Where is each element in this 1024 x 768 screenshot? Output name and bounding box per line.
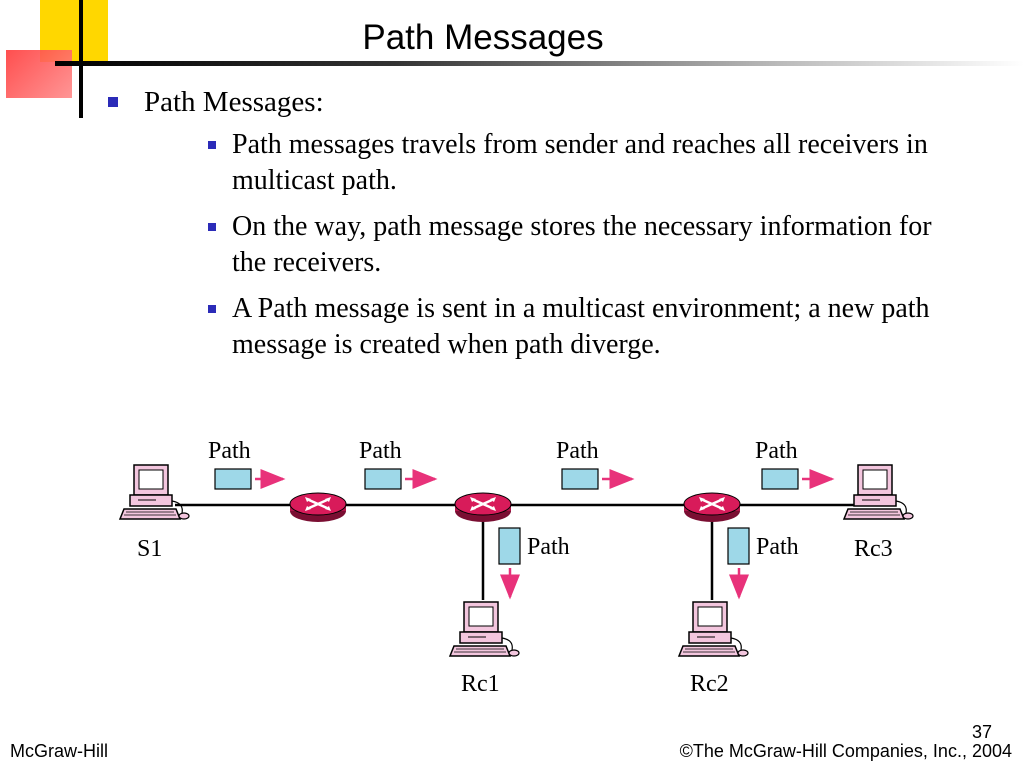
- host-label-s1: S1: [137, 536, 162, 562]
- host-label-rc1: Rc1: [461, 671, 500, 697]
- path-label: Path: [755, 438, 798, 464]
- sub-bullet-list: Path messages travels from sender and re…: [208, 127, 968, 373]
- path-message-box: [498, 527, 521, 565]
- computer-icon-rc2: [678, 601, 749, 657]
- path-label: Path: [208, 438, 251, 464]
- path-message-box: [214, 468, 252, 490]
- slide-title: Path Messages: [362, 18, 604, 57]
- path-message-diagram: Path Path Path Path Path Path S1 Rc3 Rc1…: [119, 438, 914, 697]
- router-icon: [453, 491, 513, 524]
- bullet-square-icon: [108, 97, 118, 107]
- sub-bullet-text: Path messages travels from sender and re…: [232, 129, 928, 196]
- main-bullet-list: Path Messages:: [108, 85, 324, 119]
- computer-icon-rc3: [843, 464, 914, 520]
- footer-copyright: ©The McGraw-Hill Companies, Inc., 2004: [679, 741, 1012, 761]
- host-label-rc2: Rc2: [690, 671, 729, 697]
- path-message-box: [761, 468, 799, 490]
- computer-icon-rc1: [449, 601, 520, 657]
- bullet-square-icon: [208, 223, 216, 231]
- path-message-box: [364, 468, 402, 490]
- router-icon: [682, 491, 742, 524]
- main-bullet: Path Messages:: [108, 85, 324, 119]
- path-label: Path: [359, 438, 402, 464]
- footer-publisher: McGraw-Hill: [10, 741, 108, 761]
- computer-icon-s1: [119, 464, 190, 520]
- page-number: 37: [971, 722, 992, 742]
- path-label: Path: [556, 438, 599, 464]
- corner-red-square: [6, 50, 72, 98]
- sub-bullet-text: On the way, path message stores the nece…: [232, 211, 932, 278]
- sub-bullet: On the way, path message stores the nece…: [208, 209, 968, 281]
- sub-bullet: A Path message is sent in a multicast en…: [208, 291, 968, 363]
- host-label-rc3: Rc3: [854, 536, 893, 562]
- path-label: Path: [756, 534, 799, 560]
- title-rule: [55, 61, 1024, 66]
- main-bullet-text: Path Messages:: [144, 86, 324, 118]
- path-message-box: [561, 468, 599, 490]
- sub-bullet-text: A Path message is sent in a multicast en…: [232, 293, 930, 360]
- path-message-box: [727, 527, 750, 565]
- bullet-square-icon: [208, 305, 216, 313]
- sub-bullet: Path messages travels from sender and re…: [208, 127, 968, 199]
- router-icon: [288, 491, 348, 524]
- path-label: Path: [527, 534, 570, 560]
- bullet-square-icon: [208, 141, 216, 149]
- corner-vertical-line: [79, 0, 83, 118]
